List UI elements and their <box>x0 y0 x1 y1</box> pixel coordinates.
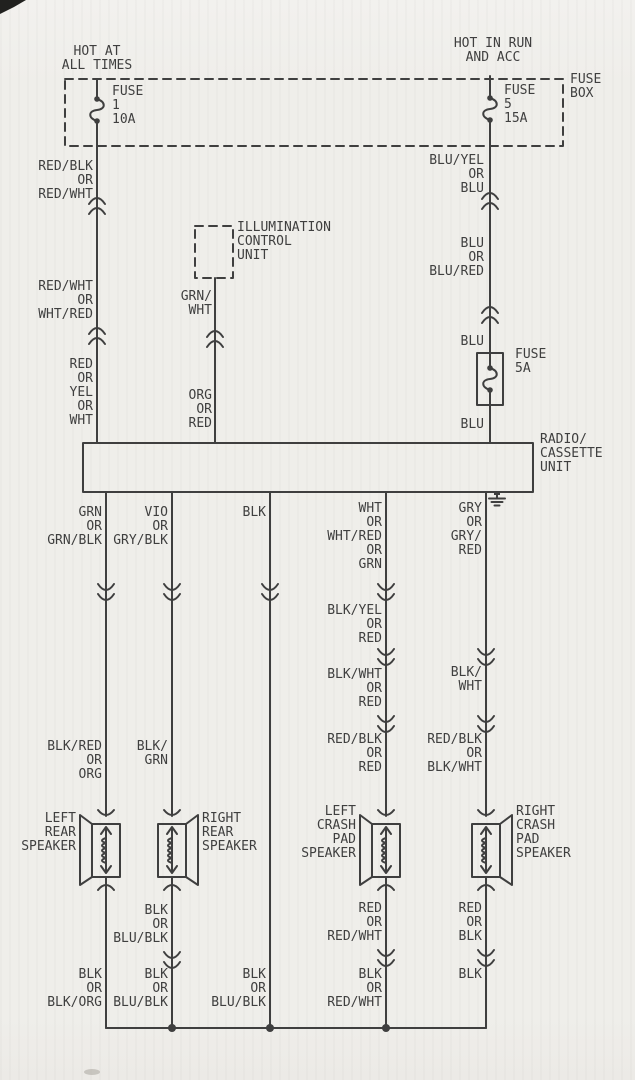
wire-label-left-rear-seg1: GRN OR GRN/BLK <box>47 505 102 548</box>
wire-label-left-crash-pad-seg3: BLK/WHT OR RED <box>327 667 382 710</box>
left-crash-pad-speaker-wire <box>377 491 395 1029</box>
label-right-crash-pad-speaker: RIGHT CRASH PAD SPEAKER <box>516 804 571 861</box>
fuse-box-outline <box>64 78 564 147</box>
left-rear-speaker-wire <box>97 491 115 1029</box>
common-ground-wire <box>261 491 279 1029</box>
ground-icon <box>488 491 506 507</box>
wire-label-right-rear-seg3: BLK OR BLU/BLK <box>113 903 168 946</box>
connector-icon <box>477 949 495 967</box>
wire-label-right-crash-pad-seg4: RED OR BLK <box>458 901 482 944</box>
illumination-control-unit-outline <box>194 225 234 279</box>
connector-icon <box>377 949 395 967</box>
right-crash-pad-speaker-icon <box>471 809 513 891</box>
battery-feed-wire <box>88 79 106 444</box>
wire-label-accessory-seg2: BLU OR BLU/RED <box>429 236 484 279</box>
wire-label-accessory-seg1: BLU/YEL OR BLU <box>429 153 484 196</box>
left-rear-speaker-icon <box>79 809 121 891</box>
label-inline-fuse: FUSE 5A <box>515 347 547 376</box>
connector-icon <box>481 306 499 324</box>
scan-smudge <box>84 1069 100 1075</box>
wire-label-right-crash-pad-seg5: BLK <box>458 967 482 982</box>
left-crash-pad-speaker-icon <box>359 809 401 891</box>
connector-icon <box>206 330 224 348</box>
wire-label-illumination-seg2: ORG OR RED <box>188 388 212 431</box>
label-left-crash-pad-speaker: LEFT CRASH PAD SPEAKER <box>301 804 356 861</box>
connector-icon <box>163 951 181 969</box>
connector-icon <box>97 583 115 601</box>
wire-label-left-crash-pad-seg6: BLK OR RED/WHT <box>327 967 382 1010</box>
inline-fuse-symbol <box>482 367 498 391</box>
connector-icon <box>88 327 106 345</box>
label-fuse-5: FUSE 5 15A <box>504 83 536 126</box>
connector-icon <box>477 648 495 666</box>
connector-icon <box>88 197 106 215</box>
wire-label-accessory-seg3: BLU <box>460 334 484 349</box>
wire-label-common-seg2: BLK OR BLU/BLK <box>211 967 266 1010</box>
wire-label-left-crash-pad-seg4: RED/BLK OR RED <box>327 732 382 775</box>
right-rear-speaker-icon <box>157 809 199 891</box>
label-fuse-box: FUSE BOX <box>570 72 602 101</box>
ground-bus <box>105 1024 487 1032</box>
connector-icon <box>261 583 279 601</box>
wire-label-right-rear-seg2: BLK/ GRN <box>136 739 168 768</box>
wire-label-left-crash-pad-seg5: RED OR RED/WHT <box>327 901 382 944</box>
radio-cassette-unit-box <box>82 442 534 493</box>
wire-label-right-crash-pad-seg2: BLK/ WHT <box>450 665 482 694</box>
junction-dot <box>168 1024 176 1032</box>
wire-label-right-rear-seg4: BLK OR BLU/BLK <box>113 967 168 1010</box>
wire-label-battery-seg2: RED/WHT OR WHT/RED <box>38 279 93 322</box>
connector-icon <box>377 648 395 666</box>
connector-icon <box>481 192 499 210</box>
connector-icon <box>377 715 395 733</box>
label-radio-cassette-unit: RADIO/ CASSETTE UNIT <box>540 432 603 475</box>
scan-corner-artifact <box>0 0 26 14</box>
wire-label-left-rear-seg2: BLK/RED OR ORG <box>47 739 102 782</box>
junction-dot <box>266 1024 274 1032</box>
fuse-5-symbol <box>482 97 498 121</box>
label-right-rear-speaker: RIGHT REAR SPEAKER <box>202 811 257 854</box>
connector-icon <box>377 583 395 601</box>
label-hot-at-all-times: HOT AT ALL TIMES <box>61 44 133 73</box>
wire-label-left-crash-pad-seg1: WHT OR WHT/RED OR GRN <box>327 501 382 572</box>
wire-label-left-rear-seg3: BLK OR BLK/ORG <box>47 967 102 1010</box>
wire-label-left-crash-pad-seg2: BLK/YEL OR RED <box>327 603 382 646</box>
label-hot-in-run-and-acc: HOT IN RUN AND ACC <box>453 36 533 65</box>
right-rear-speaker-wire <box>163 491 181 1029</box>
connector-icon <box>477 715 495 733</box>
wire-label-right-rear-seg1: VIO OR GRY/BLK <box>113 505 168 548</box>
illumination-wire <box>206 277 224 444</box>
fuse-1-symbol <box>89 98 105 122</box>
wire-label-common-seg1: BLK <box>242 505 266 520</box>
label-fuse-1: FUSE 1 10A <box>112 84 144 127</box>
wire-label-accessory-seg4: BLU <box>460 417 484 432</box>
accessory-feed-wire <box>476 75 504 444</box>
wire-label-battery-seg1: RED/BLK OR RED/WHT <box>38 159 93 202</box>
wire-label-battery-seg3: RED OR YEL OR WHT <box>69 357 93 428</box>
junction-dot <box>382 1024 390 1032</box>
label-illumination-control-unit: ILLUMINATION CONTROL UNIT <box>237 220 331 263</box>
label-left-rear-speaker: LEFT REAR SPEAKER <box>21 811 76 854</box>
wire-label-illumination-seg1: GRN/ WHT <box>180 289 212 318</box>
connector-icon <box>163 583 181 601</box>
wire-label-right-crash-pad-seg1: GRY OR GRY/ RED <box>450 501 482 558</box>
wire-label-right-crash-pad-seg3: RED/BLK OR BLK/WHT <box>427 732 482 775</box>
right-crash-pad-speaker-wire <box>477 491 495 1029</box>
